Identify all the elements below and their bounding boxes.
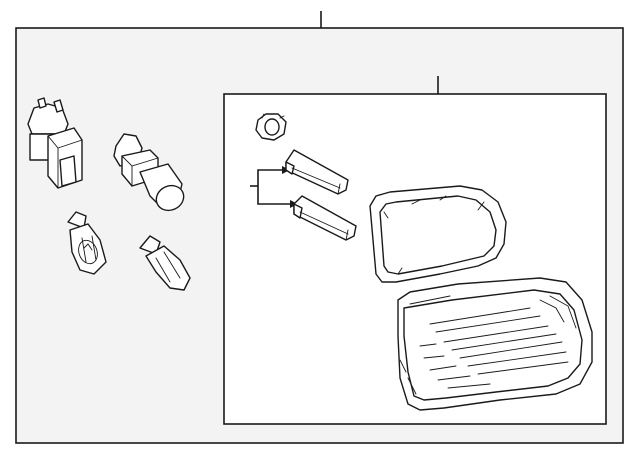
grommet-icon [255, 113, 287, 141]
bracket-lower-icon [293, 195, 357, 241]
lamp-lens-icon [397, 277, 593, 411]
bracket-upper-icon [285, 149, 349, 195]
socket-large-icon [27, 97, 83, 189]
bulb-small-left-icon [67, 211, 107, 275]
socket-medium-icon [113, 133, 185, 212]
gasket-icon [369, 185, 507, 283]
bulb-small-right-icon [139, 235, 191, 291]
